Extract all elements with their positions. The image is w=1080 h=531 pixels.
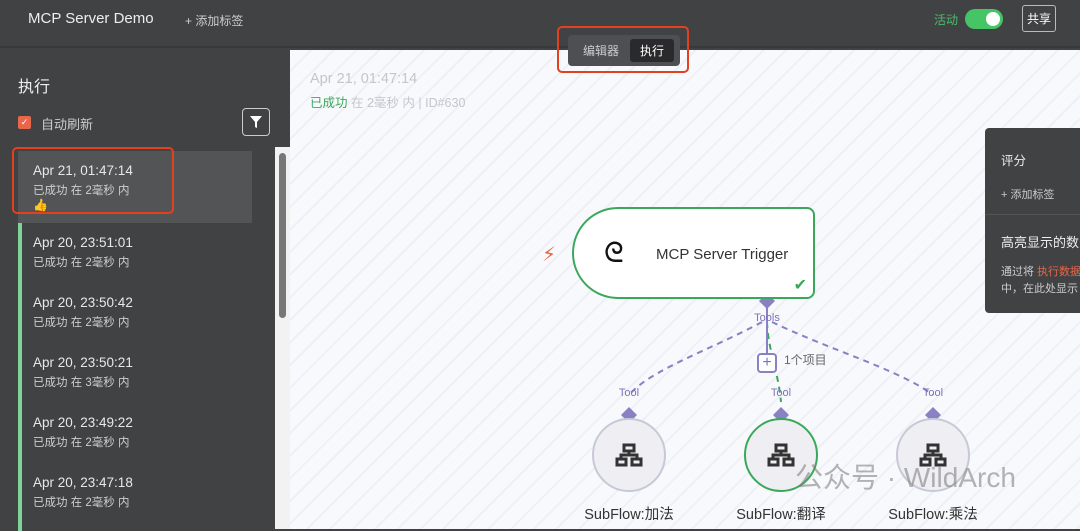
execution-time: Apr 20, 23:49:22 [33,415,133,430]
execution-time: Apr 21, 01:47:14 [310,71,418,87]
mode-tabs: 编辑器 执行 [568,35,680,66]
subflow-node-translate[interactable] [744,418,818,492]
rating-label: 评分 [1001,154,1027,168]
execution-duration: 在 2毫秒 内 [351,96,415,110]
tool-port-label: Tool [922,387,944,399]
tool-port-label: Tool [770,387,792,399]
watermark: 公众号 · WildArch [795,462,1016,493]
trigger-bolt-icon: ⚡ [542,244,557,266]
sitemap-icon [919,443,947,467]
subflow-node-add[interactable] [592,418,666,492]
tool-port-label: Tool [618,387,640,399]
execution-time: Apr 20, 23:50:21 [33,355,133,370]
node-label: SubFlow:乘法 [888,507,978,523]
execution-status: 已成功 在 2毫秒 内 [33,437,130,449]
highlight-box [557,26,689,73]
highlight-title: 高亮显示的数 [1001,235,1080,250]
desc-text: 通过将 [1001,266,1038,278]
execution-item[interactable]: Apr 20, 23:49:22 已成功 在 2毫秒 内 [18,403,252,463]
execution-status: 已成功 在 3毫秒 内 [33,377,130,389]
execution-status: 已成功 [310,96,348,110]
workflow-canvas[interactable]: Apr 21, 01:47:14 已成功 在 2毫秒 内 | ID#630 ⚡ … [290,50,1080,529]
execution-data-link[interactable]: 执行数据 [1037,266,1080,278]
execution-status: 已成功 在 2毫秒 内 [33,185,130,197]
node-label: SubFlow:加法 [584,507,674,523]
execution-time: Apr 20, 23:47:18 [33,475,133,490]
connection-line [771,321,934,396]
connection-line [628,321,763,396]
add-tool-button[interactable]: + [757,353,777,373]
sidebar-title: 执行 [18,79,51,96]
node-title: MCP Server Trigger [656,246,789,263]
node-label: SubFlow:翻译 [736,507,826,523]
items-count-label: 1个项目 [784,353,827,367]
workflow-title[interactable]: MCP Server Demo [28,10,154,27]
highlight-desc: 通过将 执行数据 中，在此处显示 [1001,264,1080,298]
execution-item[interactable]: Apr 20, 23:50:21 已成功 在 3毫秒 内 [18,343,252,403]
executions-sidebar: 执行 ✓ 自动刷新 Apr 21, 01:47:14 已成功 在 2毫秒 内 👍… [0,50,290,531]
active-label: 活动 [934,13,959,27]
execution-item[interactable]: Apr 20, 23:50:42 已成功 在 2毫秒 内 [18,283,252,343]
tab-executions[interactable]: 执行 [630,39,674,62]
status-bar [18,151,22,531]
highlight-box [12,147,174,214]
header: MCP Server Demo + 添加标签 活动 共享 [0,0,1080,48]
execution-item[interactable]: Apr 20, 23:51:01 已成功 在 2毫秒 内 [18,223,252,283]
success-check-icon: ✔ [793,277,807,294]
execution-status: 已成功 在 2毫秒 内 [33,257,130,269]
active-toggle[interactable] [965,9,1003,29]
auto-refresh-checkbox[interactable]: ✓ [18,116,31,129]
mcp-icon: ᘓ [604,237,624,268]
execution-item[interactable]: Apr 20, 23:47:18 已成功 在 2毫秒 内 [18,463,252,523]
tools-port-label: Tools [754,312,780,324]
filter-button[interactable] [242,108,270,136]
desc-text: 中，在此处显示 [1001,283,1078,295]
scrollbar[interactable] [275,147,290,529]
execution-summary: 已成功 在 2毫秒 内 | ID#630 [310,96,466,110]
execution-info-panel: 评分 + 添加标签 高亮显示的数 通过将 执行数据 中，在此处显示 [985,128,1080,313]
execution-id: ID#630 [425,96,466,110]
filter-icon [250,116,262,128]
execution-time: Apr 21, 01:47:14 [33,163,133,178]
execution-item[interactable]: Apr 21, 01:47:14 已成功 在 2毫秒 内 👍 [18,151,252,223]
subflow-node-multiply[interactable] [896,418,970,492]
auto-refresh-label: 自动刷新 [41,117,94,132]
sitemap-icon [615,443,643,467]
mcp-trigger-node[interactable]: ᘓ MCP Server Trigger ✔ [572,207,815,299]
execution-time: Apr 20, 23:51:01 [33,235,133,250]
tab-editor[interactable]: 编辑器 [582,44,619,58]
share-button[interactable]: 共享 [1022,5,1056,32]
add-tag-button[interactable]: + 添加标签 [185,14,244,28]
panel-add-tag[interactable]: + 添加标签 [1001,189,1055,201]
execution-status: 已成功 在 2毫秒 内 [33,317,130,329]
thumbs-up-icon: 👍 [33,198,48,212]
execution-status: 已成功 在 2毫秒 内 [33,497,130,509]
sitemap-icon [767,443,795,467]
execution-time: Apr 20, 23:50:42 [33,295,133,310]
